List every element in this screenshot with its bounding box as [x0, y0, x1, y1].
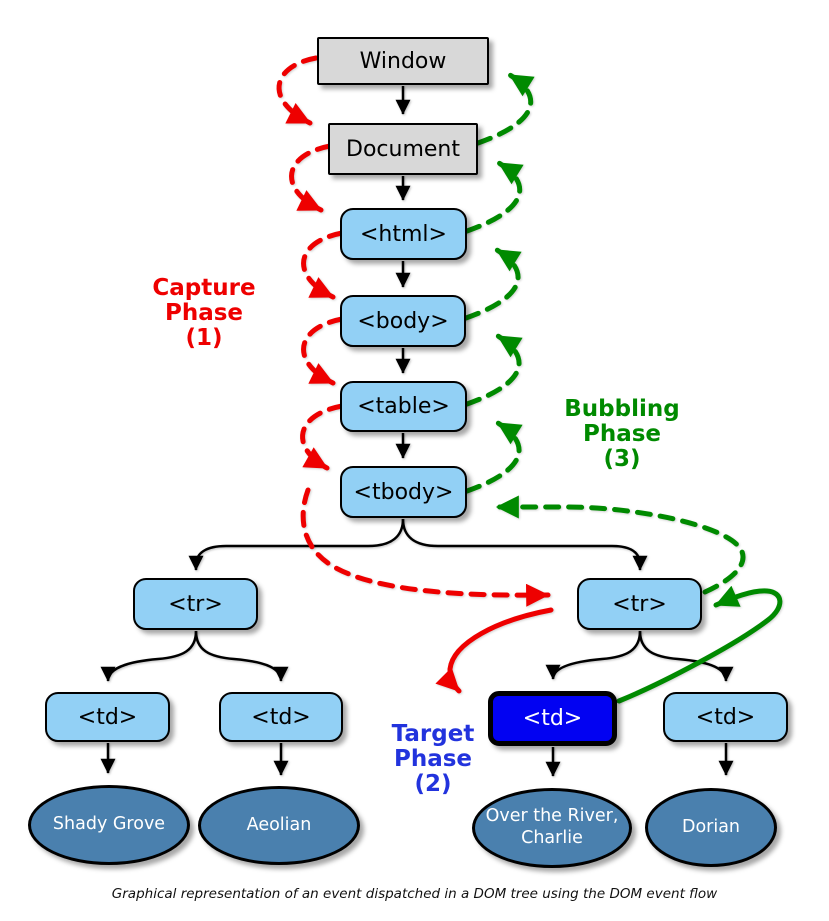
- tree-arrow-tr-td-target: [545, 630, 642, 680]
- bubbling-arrow-tbody-table: [464, 420, 523, 494]
- bubbling-phase-line3: (3): [603, 445, 641, 472]
- node-body-label: <body>: [357, 308, 449, 334]
- capture-arrow-tr-td-target: [435, 607, 554, 694]
- capture-arrow-body-table: [301, 316, 345, 386]
- node-body: <body>: [340, 295, 466, 347]
- node-td-target-label: <td>: [522, 706, 583, 731]
- node-td-3: <td>: [663, 692, 788, 742]
- capture-phase-line3: (1): [185, 324, 223, 351]
- node-document: Document: [328, 123, 478, 175]
- capture-phase-label: Capture Phase (1): [124, 276, 284, 350]
- leaf-shady-grove: Shady Grove: [28, 785, 190, 865]
- target-phase-line3: (2): [414, 770, 452, 797]
- diagram-caption: Graphical representation of an event dis…: [111, 886, 718, 902]
- capture-arrow-tbody-tr-right: [300, 487, 551, 607]
- node-html-label: <html>: [360, 221, 447, 247]
- node-window: Window: [317, 37, 489, 85]
- capture-arrow-table-tbody: [300, 403, 345, 471]
- node-td-2-label: <td>: [251, 704, 311, 730]
- node-td-2: <td>: [219, 692, 343, 742]
- bubbling-arrow-table-body: [464, 333, 523, 407]
- bubbling-phase-line2: Phase: [582, 420, 662, 447]
- target-phase-label: Target Phase (2): [371, 722, 495, 796]
- node-tr-right: <tr>: [577, 578, 702, 630]
- bubbling-arrow-tr-tbody: [494, 495, 746, 595]
- leaf-aeolian: Aeolian: [198, 786, 360, 865]
- bubbling-phase-line1: Bubbling: [564, 396, 680, 422]
- bubbling-arrow-td-target-tr: [616, 585, 783, 704]
- node-td-1-label: <td>: [77, 704, 138, 730]
- node-td-1: <td>: [45, 692, 170, 742]
- capture-arrow-window-document: [276, 55, 319, 126]
- tree-arrow-tbody-tr-right: [401, 518, 648, 571]
- target-phase-line2: Phase: [393, 745, 473, 772]
- node-td-target: <td>: [488, 691, 617, 746]
- bubbling-arrow-document-window: [475, 72, 535, 146]
- capture-phase-line1: Capture: [152, 275, 256, 301]
- node-tr-left-label: <tr>: [168, 591, 223, 617]
- target-phase-line1: Target: [391, 721, 475, 747]
- node-html: <html>: [340, 208, 467, 260]
- tree-arrow-tbody-tr-left: [188, 518, 405, 571]
- leaf-dorian-label: Dorian: [681, 816, 741, 837]
- node-table: <table>: [340, 381, 467, 432]
- node-document-label: Document: [346, 136, 460, 162]
- node-tr-left: <tr>: [133, 578, 258, 630]
- node-tbody: <tbody>: [340, 466, 467, 518]
- bubbling-arrow-body-html: [463, 247, 522, 321]
- node-window-label: Window: [359, 48, 447, 74]
- leaf-over-the-river-charlie-label: Over the River, Charlie: [485, 806, 619, 848]
- bubbling-phase-label: Bubbling Phase (3): [542, 397, 702, 471]
- capture-arrow-document-html: [289, 143, 333, 213]
- node-table-label: <table>: [357, 394, 450, 419]
- leaf-dorian: Dorian: [645, 788, 777, 867]
- leaf-over-the-river-charlie: Over the River, Charlie: [472, 788, 632, 868]
- node-tbody-label: <tbody>: [353, 479, 454, 505]
- leaf-shady-grove-label: Shady Grove: [52, 814, 166, 835]
- tree-arrow-tr-td2: [194, 630, 289, 682]
- capture-arrow-html-body: [301, 230, 345, 300]
- tree-arrow-tr-td3: [638, 630, 734, 682]
- capture-phase-line2: Phase: [164, 299, 244, 326]
- tree-arrow-tr-td1: [100, 630, 198, 682]
- node-tr-right-label: <tr>: [612, 591, 667, 617]
- bubbling-arrow-html-document: [464, 160, 524, 234]
- leaf-aeolian-label: Aeolian: [246, 814, 312, 835]
- node-td-3-label: <td>: [695, 704, 756, 730]
